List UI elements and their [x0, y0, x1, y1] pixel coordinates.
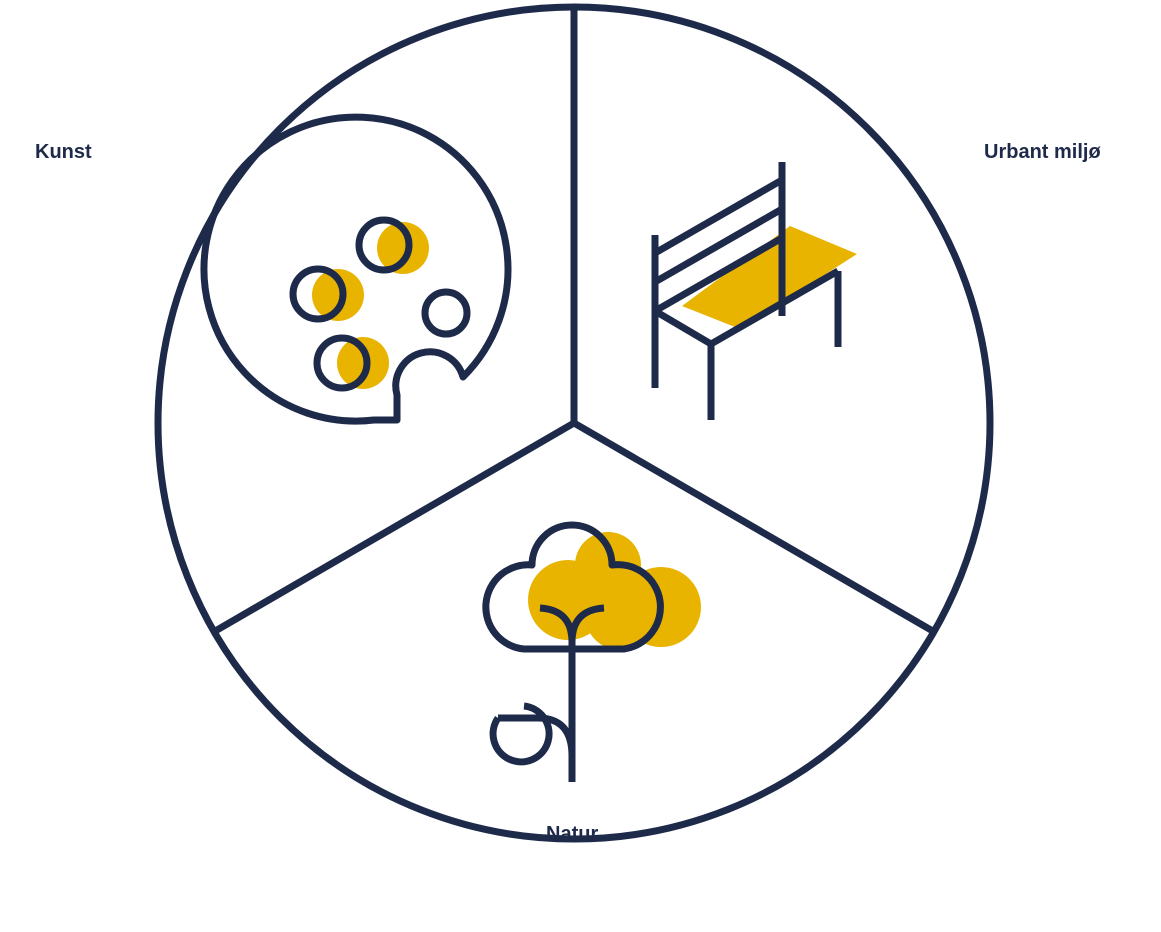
bench-slat-mid: [653, 205, 784, 286]
tree-crown-fill: [528, 532, 701, 650]
divider-right: [570, 419, 935, 634]
paint-well-2: [289, 265, 347, 323]
tree-branch-right: [568, 604, 605, 643]
label-kunst: Kunst: [35, 141, 92, 163]
palette-outline: [200, 113, 512, 425]
tree-crown-outline: [482, 521, 664, 653]
tree-icon: [482, 521, 701, 782]
label-natur: Natur: [546, 823, 599, 845]
bench-icon: [651, 162, 857, 420]
bench-slat-low: [653, 234, 784, 315]
palette-icon: [200, 113, 512, 425]
paint-well-1: [355, 216, 413, 274]
bench-slat-top: [653, 176, 784, 257]
tree-twig-curl: [489, 702, 576, 766]
paint-fill-2: [312, 269, 364, 321]
label-urbant-miljo: Urbant miljø: [984, 141, 1101, 163]
divider-left: [213, 419, 578, 634]
paint-well-3: [421, 288, 471, 338]
bench-seat-fill: [682, 226, 857, 329]
paint-fill-3: [337, 337, 389, 389]
paint-fill-1: [377, 222, 429, 274]
paint-well-4: [313, 334, 371, 392]
